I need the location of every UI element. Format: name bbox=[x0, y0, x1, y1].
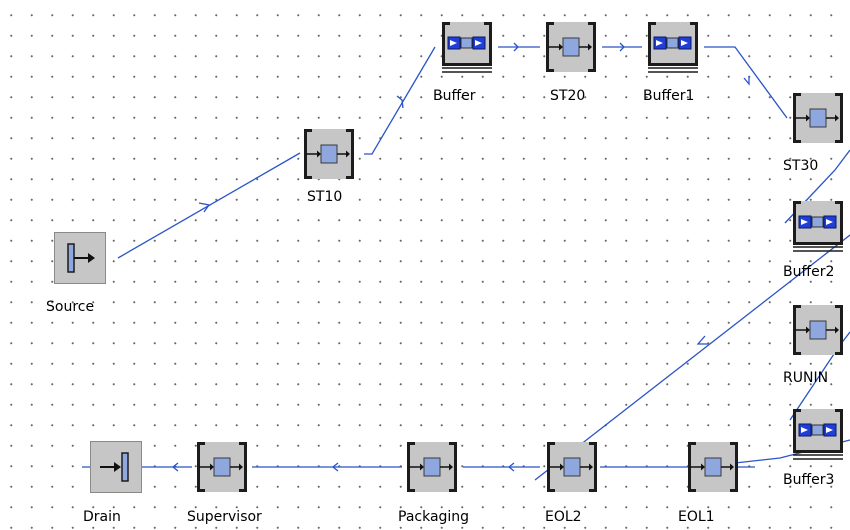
station-icon bbox=[194, 439, 250, 495]
buffer-icon bbox=[790, 198, 846, 254]
eol1-label: EOL1 bbox=[678, 509, 715, 525]
drain-label: Drain bbox=[83, 509, 121, 525]
source-label: Source bbox=[46, 299, 95, 315]
station-icon bbox=[301, 126, 357, 182]
connector-buffer1-st30[interactable] bbox=[704, 46, 788, 119]
runin-label: RUNIN bbox=[783, 370, 829, 386]
st10-node[interactable] bbox=[301, 126, 357, 182]
connector-eol2-packaging[interactable] bbox=[463, 462, 540, 472]
buffer-label: Buffer bbox=[433, 88, 476, 104]
buffer-node[interactable] bbox=[439, 19, 495, 75]
buffer-icon bbox=[439, 19, 495, 75]
connector-source-st10[interactable] bbox=[117, 152, 301, 259]
runin-node[interactable] bbox=[790, 302, 846, 358]
buffer2-node[interactable] bbox=[790, 198, 846, 254]
source-node[interactable] bbox=[52, 230, 108, 286]
packaging-node[interactable] bbox=[404, 439, 460, 495]
connector-st10-buffer[interactable] bbox=[364, 46, 436, 155]
eol2-label: EOL2 bbox=[545, 509, 582, 525]
buffer2-label: Buffer2 bbox=[783, 264, 835, 280]
packaging-label: Packaging bbox=[398, 509, 470, 525]
eol1-node[interactable] bbox=[685, 439, 741, 495]
station-icon bbox=[790, 302, 846, 358]
st20-label: ST20 bbox=[550, 88, 586, 104]
buffer1-node[interactable] bbox=[645, 19, 701, 75]
connector-st20-buffer1[interactable] bbox=[602, 42, 642, 52]
supervisor-label: Supervisor bbox=[187, 509, 262, 525]
buffer-icon bbox=[645, 19, 701, 75]
drain-node[interactable] bbox=[88, 439, 144, 495]
connector-packaging-supervisor[interactable] bbox=[252, 462, 402, 472]
st30-node[interactable] bbox=[790, 90, 846, 146]
buffer1-label: Buffer1 bbox=[643, 88, 695, 104]
source-icon bbox=[52, 230, 108, 286]
st20-node[interactable] bbox=[543, 19, 599, 75]
st10-label: ST10 bbox=[307, 189, 343, 205]
connector-buffer-st20[interactable] bbox=[498, 42, 540, 52]
drain-icon bbox=[88, 439, 144, 495]
station-icon bbox=[544, 439, 600, 495]
supervisor-node[interactable] bbox=[194, 439, 250, 495]
station-icon bbox=[790, 90, 846, 146]
station-icon bbox=[685, 439, 741, 495]
buffer3-label: Buffer3 bbox=[783, 472, 835, 488]
eol2-node[interactable] bbox=[544, 439, 600, 495]
buffer-icon bbox=[790, 406, 846, 462]
st30-label: ST30 bbox=[783, 158, 819, 174]
station-icon bbox=[543, 19, 599, 75]
connector-buffer2-eol2[interactable] bbox=[534, 234, 850, 481]
station-icon bbox=[404, 439, 460, 495]
buffer3-node[interactable] bbox=[790, 406, 846, 462]
